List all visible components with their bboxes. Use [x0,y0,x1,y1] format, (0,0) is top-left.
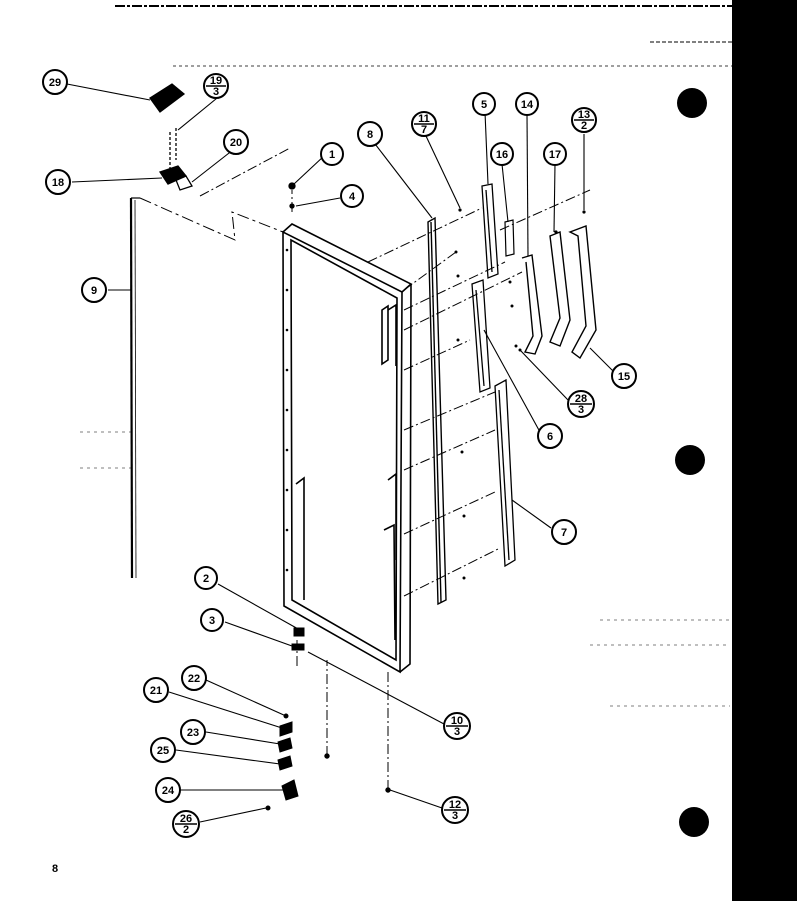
callout-12-3: 12 3 [441,796,469,824]
svg-text:29: 29 [49,77,61,89]
svg-text:7: 7 [421,124,427,136]
binder-hole-middle [675,445,705,475]
svg-text:2: 2 [581,120,587,132]
door-gasket-strip [129,197,140,579]
svg-text:2: 2 [203,573,209,585]
svg-text:16: 16 [496,149,508,161]
svg-text:22: 22 [188,673,200,685]
mounting-screws [454,208,586,580]
gasket-leader [139,197,284,241]
callout-16: 16 [490,142,514,166]
svg-text:26: 26 [180,813,192,825]
svg-text:3: 3 [578,404,584,416]
binder-hole-top [677,88,707,118]
top-hinge-assembly [149,83,296,209]
callout-9: 9 [81,277,107,303]
svg-text:9: 9 [91,285,97,297]
door-shelf-15 [568,225,597,360]
bracket-16 [504,219,515,257]
callout-19-3: 19 3 [203,73,229,99]
svg-text:3: 3 [454,726,460,738]
svg-text:20: 20 [230,137,242,149]
svg-text:15: 15 [618,371,630,383]
shelf-rail-lower [494,378,516,568]
callout-24: 24 [155,777,181,803]
svg-text:1: 1 [329,149,335,161]
callout-6: 6 [537,423,563,449]
callout-13-2: 13 2 [571,107,597,133]
shelf-rail-upper [481,183,499,279]
svg-text:3: 3 [452,810,458,822]
svg-text:23: 23 [187,727,199,739]
callout-4: 4 [340,184,364,208]
page-edge-bar [732,0,797,901]
callout-7: 7 [551,519,577,545]
callout-3: 3 [200,608,224,632]
callout-2: 2 [194,566,218,590]
binder-hole-bottom [679,807,709,837]
callout-11-7: 11 7 [411,111,437,137]
shelf-rail-middle [471,279,491,393]
door-assembly [282,223,413,674]
svg-text:11: 11 [418,113,430,125]
callout-21: 21 [143,677,169,703]
svg-text:18: 18 [52,177,64,189]
svg-text:17: 17 [549,149,561,161]
svg-text:21: 21 [150,685,162,697]
leader-lines [66,83,615,823]
callout-29: 29 [42,69,68,95]
svg-text:6: 6 [547,431,553,443]
svg-text:3: 3 [213,86,219,98]
svg-text:5: 5 [481,99,487,111]
callout-17: 17 [543,142,567,166]
callout-23: 23 [180,719,206,745]
door-shelf-14 [521,254,543,355]
callout-18: 18 [45,169,71,195]
svg-text:10: 10 [451,715,463,727]
svg-text:24: 24 [162,785,175,797]
callout-1: 1 [320,142,344,166]
callout-28-3: 28 3 [567,390,595,418]
callout-25: 25 [150,737,176,763]
callout-15: 15 [611,363,637,389]
callout-10-3: 10 3 [443,712,471,740]
svg-text:13: 13 [578,109,590,121]
svg-text:28: 28 [575,393,587,405]
callout-5: 5 [472,92,496,116]
page-number: 8 [52,863,58,875]
svg-text:14: 14 [521,99,534,111]
callout-26-2: 26 2 [172,810,200,838]
svg-text:25: 25 [157,745,169,757]
svg-text:8: 8 [367,129,373,141]
projection-lines [199,147,591,790]
svg-text:19: 19 [210,75,222,87]
svg-text:2: 2 [183,824,189,836]
door-shelf-17 [549,231,571,347]
callout-8: 8 [357,121,383,147]
callout-22: 22 [181,665,207,691]
bottom-hinge-assembly [265,627,391,811]
door-breaker-strip [427,216,447,606]
svg-text:7: 7 [561,527,567,539]
svg-text:12: 12 [449,799,461,811]
svg-text:4: 4 [349,191,356,203]
callout-14: 14 [515,92,539,116]
svg-text:3: 3 [209,615,215,627]
callout-20: 20 [223,129,249,155]
